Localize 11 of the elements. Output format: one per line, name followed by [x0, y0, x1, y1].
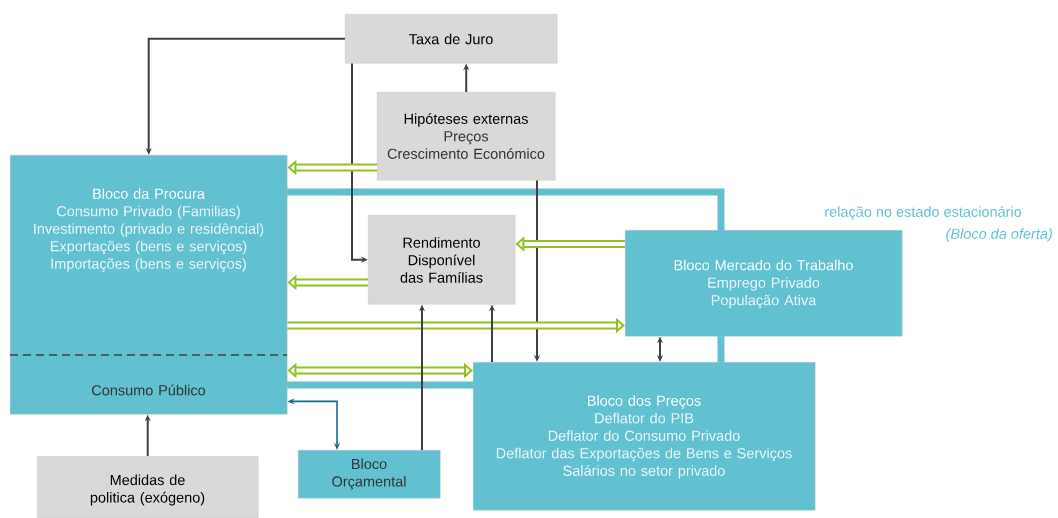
model-block: Bloco da Procura Consumo Privado (Familias) Investimento (privado e residêncial) Exportações (bens e serviços) Importações (bens e serviços) Consumo Público [9, 155, 288, 415]
arrow [287, 362, 473, 379]
input-box: Rendimento Disponível das Famílias [368, 215, 516, 305]
input-box: Medidas de politica (exógeno) [37, 456, 259, 518]
annotation-text: relação no estado estacionário [825, 206, 1022, 220]
model-block: Bloco dos Preços Deflator do PIB Deflator do Consumo Privado Deflator das Exportações de Bens e Serviços Salários no setor privado [473, 362, 816, 511]
model-block: Bloco Mercado do Trabalho Emprego Privado População Ativa [625, 230, 903, 337]
model-block: Bloco Orçamental [298, 450, 441, 499]
annotation-text: (Bloco da oferta) [946, 228, 1052, 242]
input-box: Hipóteses externas Preços Crescimento Económico [377, 92, 556, 181]
input-box: Taxa de Juro [345, 14, 558, 64]
